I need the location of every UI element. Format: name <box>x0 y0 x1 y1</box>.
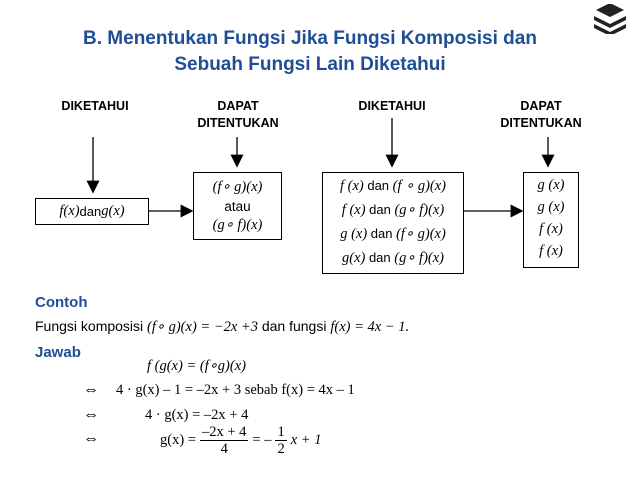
header-dapat-left: DAPAT DITENTUKAN <box>183 98 293 132</box>
equiv-icon: ⇔ <box>83 430 99 447</box>
result-composition-box: (f∘ g)(x) atau (g∘ f)(x) <box>193 172 282 240</box>
contoh-heading: Contoh <box>35 294 88 311</box>
step3-lhs: g(x) = <box>160 432 196 448</box>
known-f: f(x) <box>59 203 80 219</box>
known-row-3: g (x) dan (f∘ g)(x) <box>323 225 463 249</box>
known-row-2-dan: dan <box>365 202 395 217</box>
header-diketahui-left: DIKETAHUI <box>61 99 129 113</box>
result-row-3: f (x) <box>539 221 563 237</box>
contoh-text: Fungsi komposisi (f∘ g)(x) = −2x +3 dan … <box>35 318 409 336</box>
title-line-1: B. Menentukan Fungsi Jika Fungsi Komposi… <box>83 28 537 49</box>
equiv-icon: ⇔ <box>83 381 99 398</box>
known-row-1-a: f (x) <box>339 178 364 194</box>
header-dapat-left-line1: DAPAT <box>217 99 259 113</box>
known-row-1: f (x) dan (f ∘ g)(x) <box>323 177 463 201</box>
known-row-2-b: (g∘ f)(x) <box>394 202 445 218</box>
known-row-4-a: g(x) <box>342 250 366 266</box>
step3-eq: = – <box>252 432 272 448</box>
step3-half-fraction: 1 2 <box>275 424 287 457</box>
header-dapat-right-line2: DITENTUKAN <box>500 116 582 130</box>
known-row-4: g(x) dan (g∘ f)(x) <box>323 249 463 273</box>
jawab-step-2: 4 · g(x) = –2x + 4 <box>145 407 249 423</box>
result-gof: (g∘ f)(x) <box>212 216 263 233</box>
step3-half-numerator: 1 <box>275 424 287 441</box>
step3-half-denominator: 2 <box>277 441 285 457</box>
step3-numerator: –2x + 4 <box>199 424 249 441</box>
contoh-expr-f: f(x) = 4x − 1. <box>330 319 410 335</box>
contoh-mid: dan fungsi <box>257 318 331 334</box>
book-stack-icon <box>594 4 626 34</box>
jawab-heading: Jawab <box>35 344 81 361</box>
result-row-4: f (x) <box>539 243 563 259</box>
result-row-1: g (x) <box>537 177 565 193</box>
page-title: B. Menentukan Fungsi Jika Fungsi Komposi… <box>40 26 580 78</box>
known-row-4-dan: dan <box>365 250 395 265</box>
known-row-2: f (x) dan (g∘ f)(x) <box>323 201 463 225</box>
step3-denominator: 4 <box>220 441 228 457</box>
known-g: g(x) <box>101 203 125 219</box>
known-row-4-b: (g∘ f)(x) <box>394 250 444 266</box>
known-row-2-a: f (x) <box>341 202 366 218</box>
step3-fraction: –2x + 4 4 <box>199 424 249 457</box>
known-row-3-a: g (x) <box>340 226 368 242</box>
equiv-icon: ⇔ <box>83 406 99 423</box>
header-diketahui-right: DIKETAHUI <box>358 99 426 113</box>
known-row-1-b: (f ∘ g)(x) <box>392 178 447 194</box>
step3-rest: x + 1 <box>290 432 322 448</box>
header-dapat-left-line2: DITENTUKAN <box>197 116 279 130</box>
result-fog: (f∘ g)(x) <box>212 178 263 195</box>
result-atau: atau <box>224 198 251 214</box>
diagram-arrows <box>86 118 555 218</box>
known-row-3-dan: dan <box>367 226 397 241</box>
jawab-step-3: g(x) = –2x + 4 4 = – 1 2 x + 1 <box>160 424 321 457</box>
header-dapat-right: DAPAT DITENTUKAN <box>486 98 596 132</box>
contoh-expr-composition: (f∘ g)(x) = −2x +3 <box>147 319 258 335</box>
jawab-step-0: f (g(x) = (f∘g)(x) <box>147 358 246 374</box>
result-row-2: g (x) <box>537 199 565 215</box>
known-dan: dan <box>79 204 102 219</box>
known-functions-box: f(x) dan g(x) <box>35 198 149 225</box>
known-composition-box: f (x) dan (f ∘ g)(x) f (x) dan (g∘ f)(x)… <box>322 172 464 274</box>
known-row-1-dan: dan <box>363 178 393 193</box>
header-dapat-right-line1: DAPAT <box>520 99 562 113</box>
result-function-box: g (x) g (x) f (x) f (x) <box>523 172 579 268</box>
contoh-prefix: Fungsi komposisi <box>35 318 148 334</box>
jawab-step-1: 4 · g(x) – 1 = –2x + 3 sebab f(x) = 4x –… <box>116 382 355 398</box>
title-line-2: Sebuah Fungsi Lain Diketahui <box>174 54 446 75</box>
known-row-3-b: (f∘ g)(x) <box>396 226 446 242</box>
